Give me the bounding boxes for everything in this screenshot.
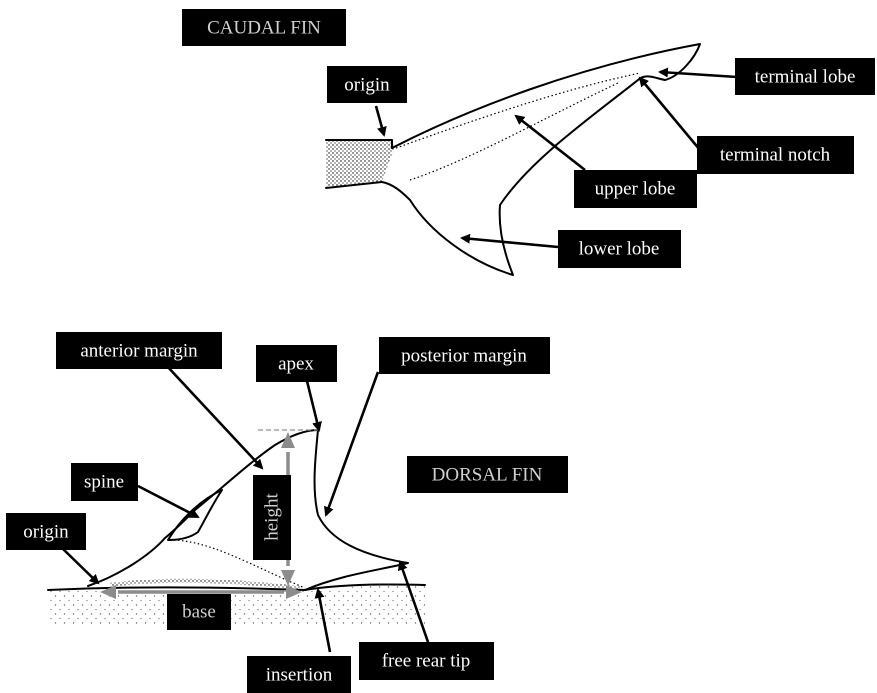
svg-text:lower lobe: lower lobe [579, 239, 660, 260]
anterior-margin-label: anterior margin [56, 332, 222, 369]
spine-label: spine [71, 463, 138, 501]
arrow-dorsal-origin [61, 547, 100, 585]
height-label: height [253, 475, 291, 560]
free-rear-tip-label: free rear tip [359, 642, 494, 680]
dorsal-fin-drawing [47, 429, 426, 625]
caudal-fin-drawing [325, 43, 701, 276]
svg-text:free rear tip: free rear tip [382, 651, 471, 672]
svg-text:DORSAL FIN: DORSAL FIN [432, 465, 543, 486]
arrow-terminal-notch [638, 76, 701, 151]
apex-label: apex [256, 345, 337, 382]
svg-text:insertion: insertion [266, 665, 333, 686]
svg-text:upper lobe: upper lobe [595, 179, 676, 200]
arrow-upper-lobe [514, 114, 586, 172]
terminal-lobe-label: terminal lobe [735, 58, 875, 95]
svg-text:height: height [262, 493, 283, 541]
svg-text:origin: origin [23, 522, 69, 543]
svg-text:base: base [182, 602, 216, 623]
dorsal-fin-shape [87, 429, 409, 591]
svg-text:posterior margin: posterior margin [401, 346, 527, 367]
arrow-posterior-margin [324, 371, 380, 517]
height-arrowhead-top [281, 432, 295, 448]
upper-lobe-label: upper lobe [574, 170, 697, 208]
body-surface [48, 585, 425, 625]
svg-text:terminal lobe: terminal lobe [755, 67, 856, 88]
arrow-lower-lobe [460, 233, 559, 249]
caudal-fin-title: CAUDAL FIN [182, 9, 346, 46]
caudal-peduncle [326, 140, 394, 188]
svg-text:spine: spine [84, 472, 124, 493]
arrow-caudal-origin [374, 105, 387, 137]
base-arrowhead-right [286, 585, 302, 599]
arrow-apex [305, 380, 322, 432]
dorsal-origin-label: origin [6, 513, 86, 550]
caudal-origin-label: origin [327, 66, 407, 103]
arrow-insertion [314, 588, 332, 653]
lower-lobe-label: lower lobe [558, 230, 681, 268]
arrow-terminal-lobe [658, 67, 738, 79]
svg-text:apex: apex [278, 354, 314, 375]
svg-text:CAUDAL FIN: CAUDAL FIN [207, 18, 321, 39]
arrow-free-rear-tip [397, 560, 430, 643]
height-arrowhead-bottom [281, 570, 295, 586]
arrow-spine [137, 484, 200, 519]
terminal-notch-label: terminal notch [697, 136, 854, 174]
posterior-margin-label: posterior margin [379, 337, 550, 374]
svg-text:anterior margin: anterior margin [80, 341, 198, 362]
svg-text:origin: origin [344, 75, 390, 96]
caudal-fin-shape [381, 43, 701, 276]
dorsal-fin-title: DORSAL FIN [407, 456, 568, 493]
base-arrowhead-left [100, 585, 116, 599]
arrow-anterior-margin [165, 364, 264, 470]
base-label: base [167, 594, 231, 630]
svg-text:terminal notch: terminal notch [720, 145, 831, 166]
insertion-label: insertion [247, 656, 351, 693]
